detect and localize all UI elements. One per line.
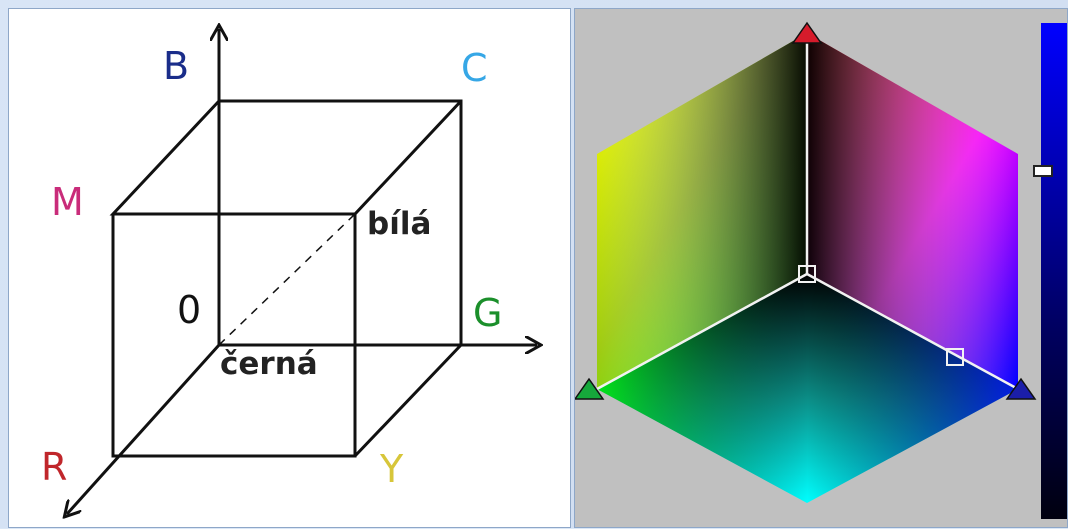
green-triangle-handle[interactable]: [575, 377, 605, 400]
axis-right: [806, 272, 1019, 391]
rgb-cube-svg: B C M G R Y 0 bílá černá: [41, 9, 572, 529]
origin-handle[interactable]: [798, 265, 816, 283]
cube-top-edges: [109, 99, 463, 216]
right-face-shade: [807, 33, 1018, 389]
intensity-slider[interactable]: [1033, 23, 1067, 519]
blue-axis-handle[interactable]: [946, 348, 964, 366]
axis-left: [596, 272, 808, 391]
gray-diagonal: [218, 213, 356, 346]
rgb-cube-diagram: B C M G R Y 0 bílá černá: [8, 8, 571, 528]
label-black: černá: [220, 346, 318, 382]
cube-bottom-right-edge: [353, 343, 463, 458]
label-m: M: [51, 180, 84, 224]
blue-triangle-handle[interactable]: [1005, 377, 1037, 400]
left-face-shade: [597, 33, 807, 389]
red-triangle-handle[interactable]: [791, 21, 823, 44]
label-y: Y: [379, 447, 404, 491]
label-b: B: [163, 44, 189, 88]
label-g: G: [473, 291, 502, 335]
bottom-face-side-tint: [597, 274, 1018, 503]
color-picker-panel: [574, 8, 1068, 528]
cube-front-face: [111, 214, 357, 458]
r-axis: [67, 343, 221, 514]
slider-handle[interactable]: [1033, 165, 1053, 177]
label-c: C: [461, 46, 488, 90]
label-r: R: [41, 445, 67, 489]
color-picker-svg: [575, 21, 1037, 503]
label-origin: 0: [177, 288, 201, 332]
label-white: bílá: [367, 206, 431, 242]
